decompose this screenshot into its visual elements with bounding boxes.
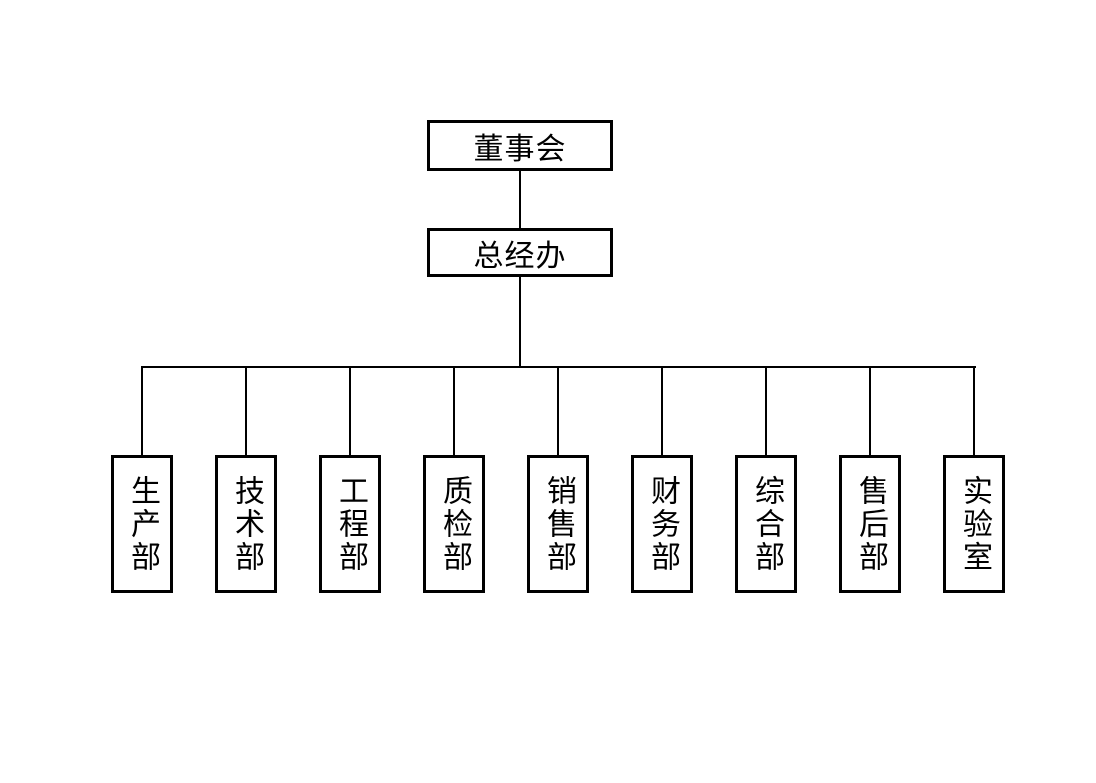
connector-drop-laboratory — [973, 366, 975, 456]
org-node-quality-dept: 质检部 — [423, 455, 485, 593]
org-node-general-affairs-dept: 综合部 — [735, 455, 797, 593]
org-node-production-dept: 生产部 — [111, 455, 173, 593]
org-node-engineering-dept: 工程部 — [319, 455, 381, 593]
org-node-finance-dept: 财务部 — [631, 455, 693, 593]
connector-root-to-gm — [519, 169, 521, 230]
org-node-sales-dept: 销售部 — [527, 455, 589, 593]
org-node-quality-dept-label: 质检部 — [438, 474, 471, 574]
org-node-sales-dept-label: 销售部 — [542, 474, 575, 574]
connector-drop-engineering — [349, 366, 351, 456]
connector-drop-after-sales — [869, 366, 871, 456]
connector-drop-quality — [453, 366, 455, 456]
org-node-laboratory-label: 实验室 — [958, 474, 991, 574]
org-node-gm-office-label: 总经办 — [473, 239, 567, 273]
org-node-board: 董事会 — [427, 120, 613, 171]
connector-drop-production — [141, 366, 143, 456]
org-node-board-label: 董事会 — [473, 132, 567, 166]
org-node-production-dept-label: 生产部 — [126, 474, 159, 574]
org-node-laboratory: 实验室 — [943, 455, 1005, 593]
connector-drop-general-affairs — [765, 366, 767, 456]
connector-drop-sales — [557, 366, 559, 456]
org-node-technology-dept: 技术部 — [215, 455, 277, 593]
org-node-finance-dept-label: 财务部 — [646, 474, 679, 574]
connector-gm-to-bus — [519, 275, 521, 368]
org-node-engineering-dept-label: 工程部 — [334, 474, 367, 574]
org-node-general-affairs-dept-label: 综合部 — [750, 474, 783, 574]
org-node-after-sales-dept-label: 售后部 — [854, 474, 887, 574]
connector-drop-technology — [245, 366, 247, 456]
connector-drop-finance — [661, 366, 663, 456]
org-node-after-sales-dept: 售后部 — [839, 455, 901, 593]
org-node-gm-office: 总经办 — [427, 228, 613, 277]
org-node-technology-dept-label: 技术部 — [230, 474, 263, 574]
